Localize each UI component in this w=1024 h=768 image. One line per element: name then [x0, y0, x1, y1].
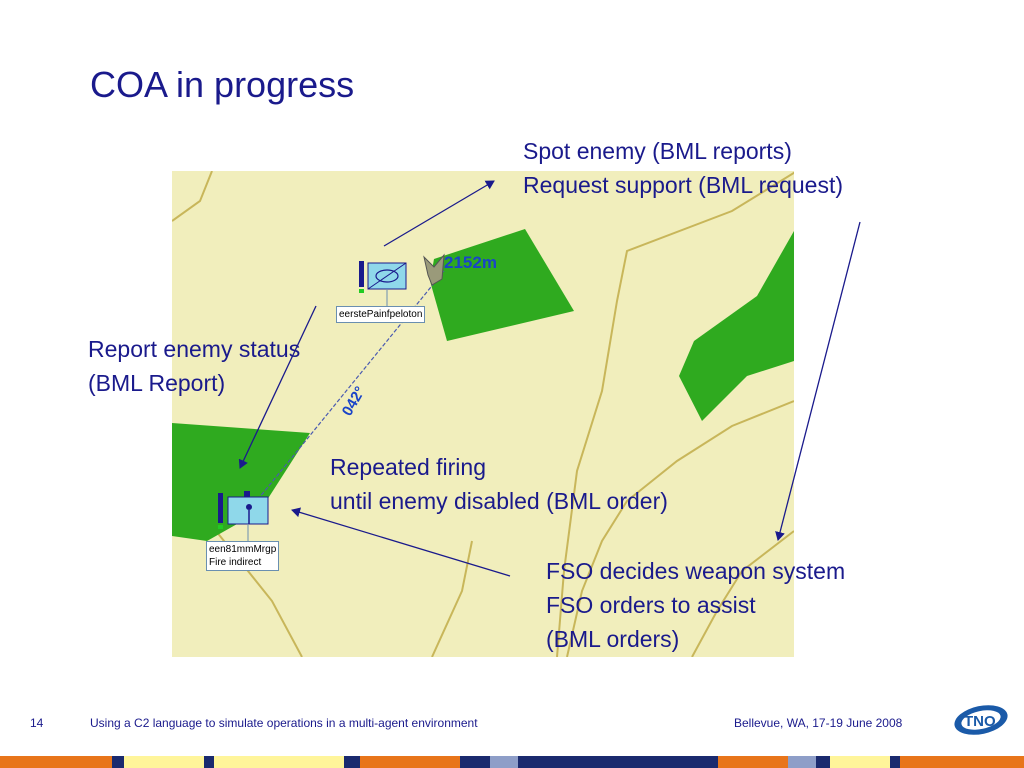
footer-location-date: Bellevue, WA, 17-19 June 2008 — [734, 716, 903, 730]
unit-bottom-status-dot — [218, 525, 223, 529]
annotation-spot-enemy: Spot enemy (BML reports) Request support… — [523, 138, 844, 198]
unit-bottom-label-task: Fire indirect — [209, 557, 262, 568]
tno-logo: TNO — [954, 705, 1008, 735]
map-road — [556, 171, 794, 657]
forest-area — [430, 229, 574, 341]
annotation-report-enemy: Report enemy status (BML Report) — [88, 336, 301, 396]
forest-area — [172, 423, 310, 541]
unit-bottom-label-name: een81mmMrgp — [209, 544, 277, 555]
annotation-repeated-firing: Repeated firing until enemy disabled (BM… — [330, 454, 668, 514]
tno-logo-text: TNO — [964, 713, 996, 730]
slide-title: COA in progress — [90, 64, 355, 105]
enemy-marker-icon — [423, 253, 445, 286]
arrow-fso — [775, 221, 861, 541]
unit-bottom-status-bar — [218, 493, 223, 523]
map-terrain: 2152m 042° — [172, 171, 794, 657]
unit-bottom-mortar-icon — [246, 504, 252, 510]
arrow-spot-enemy — [383, 180, 495, 247]
arrow-report-enemy — [238, 305, 317, 469]
map-road — [172, 171, 213, 222]
page-number: 14 — [30, 716, 44, 730]
map-road — [566, 400, 794, 657]
unit-bottom-symbol — [227, 496, 269, 525]
unit-top-status-bar — [359, 261, 364, 287]
unit-bottom-label[interactable]: een81mmMrgp Fire indirect — [206, 541, 280, 571]
bottom-color-bar — [0, 756, 1024, 768]
annotation-fso: FSO decides weapon system FSO orders to … — [546, 558, 846, 652]
forest-area — [679, 231, 794, 421]
map-road — [691, 530, 794, 657]
unit-top-status-dot — [359, 289, 364, 293]
unit-top-label[interactable]: eerstePainfpeloton — [336, 306, 426, 323]
footer-title: Using a C2 language to simulate operatio… — [90, 716, 478, 730]
map-road — [431, 540, 473, 657]
unit-top-recon-icon — [375, 269, 399, 283]
arrow-repeated-firing — [291, 507, 511, 577]
distance-label: 2152m — [444, 253, 497, 272]
tactical-map[interactable]: 2152m 042° eerstePainfpeloton een81mmMrg… — [172, 171, 794, 657]
